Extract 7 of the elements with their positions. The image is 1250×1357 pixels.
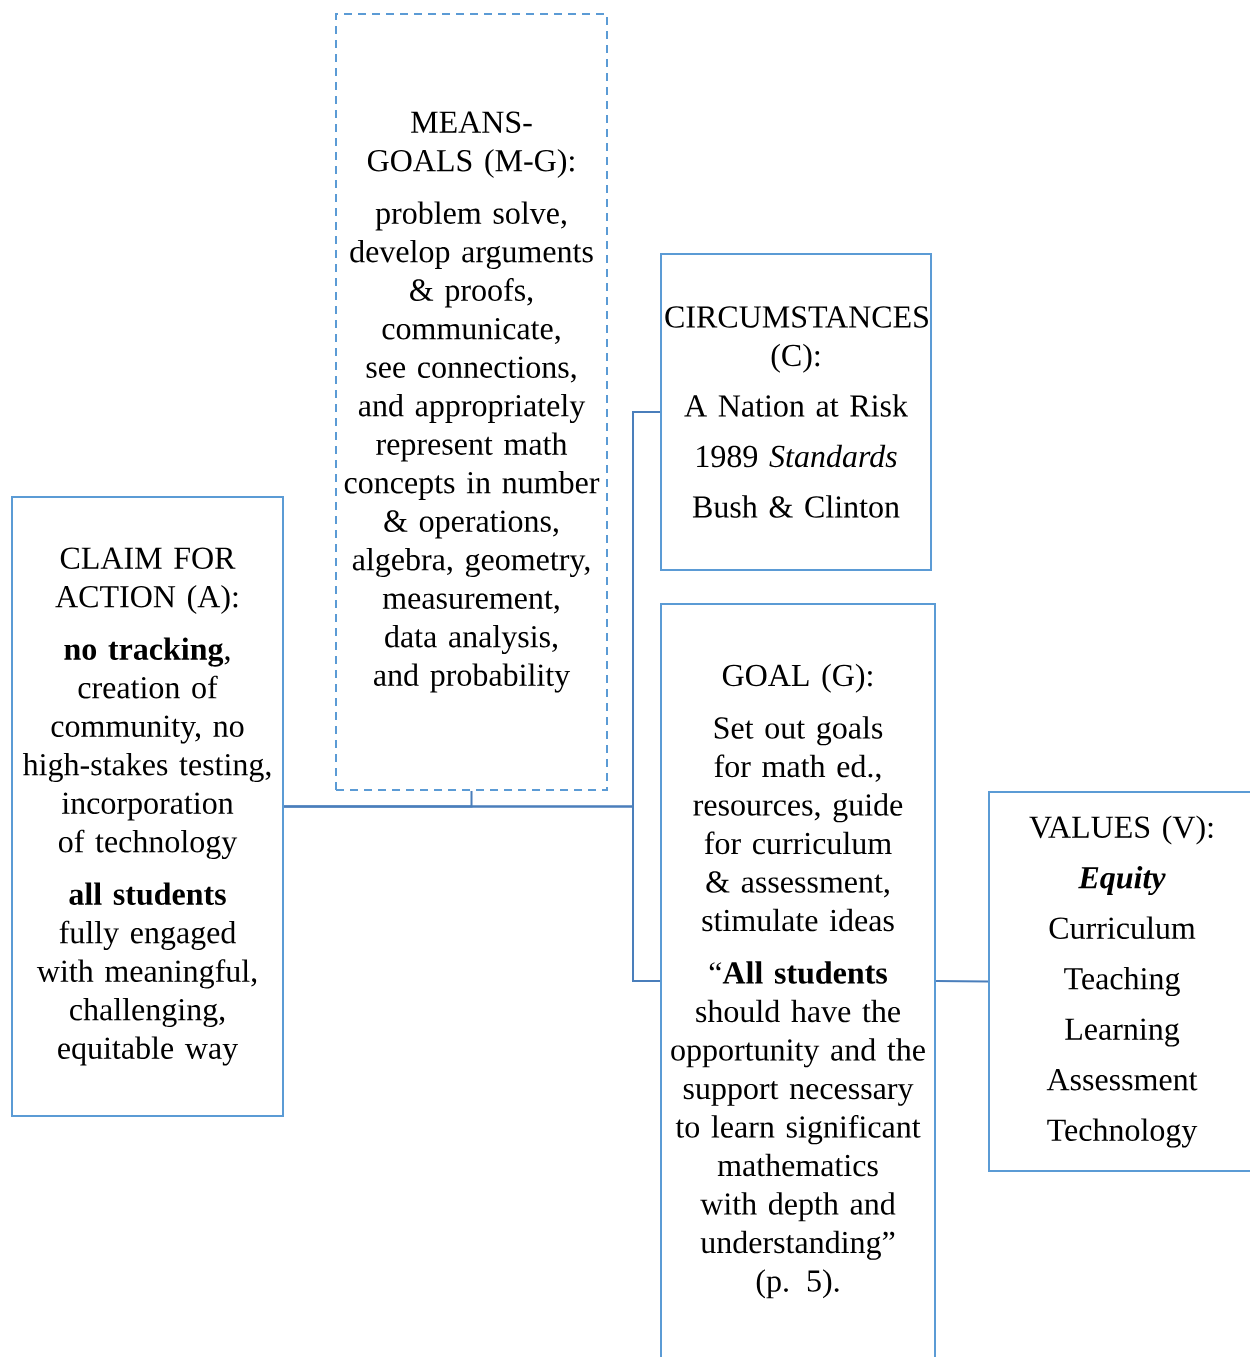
dashed-box: MEANS-GOALS (M-G): problem solve, develop arguments & proofs, communicate, see connections, and appropriately represent math concepts in number & operations, algebra, geometry, measurement, data analysis, and probability [335,13,608,791]
text-box: CIRCUMSTANCES (C): A Nation at Risk 1989 Standards Bush & Clinton [660,253,932,571]
text-box: VALUES (V): Equity Curriculum Teaching Learning Assessment Technology [988,791,1250,1172]
text-box: GOAL (G): Set out goals for math ed., resources, guide for curriculum & assessment, stimulate ideas “All students should have the opportunity and the support necessary to learn significant mathematics with depth and understanding” (p. 5). [660,603,936,1357]
connector-line [935,980,989,983]
text-box: CLAIM FOR ACTION (A): no tracking, creation of community, no high-stakes testing, incorporation of technology all students fully engaged with meaningful, challenging, equitable way [11,496,284,1117]
connector-line [283,805,661,982]
